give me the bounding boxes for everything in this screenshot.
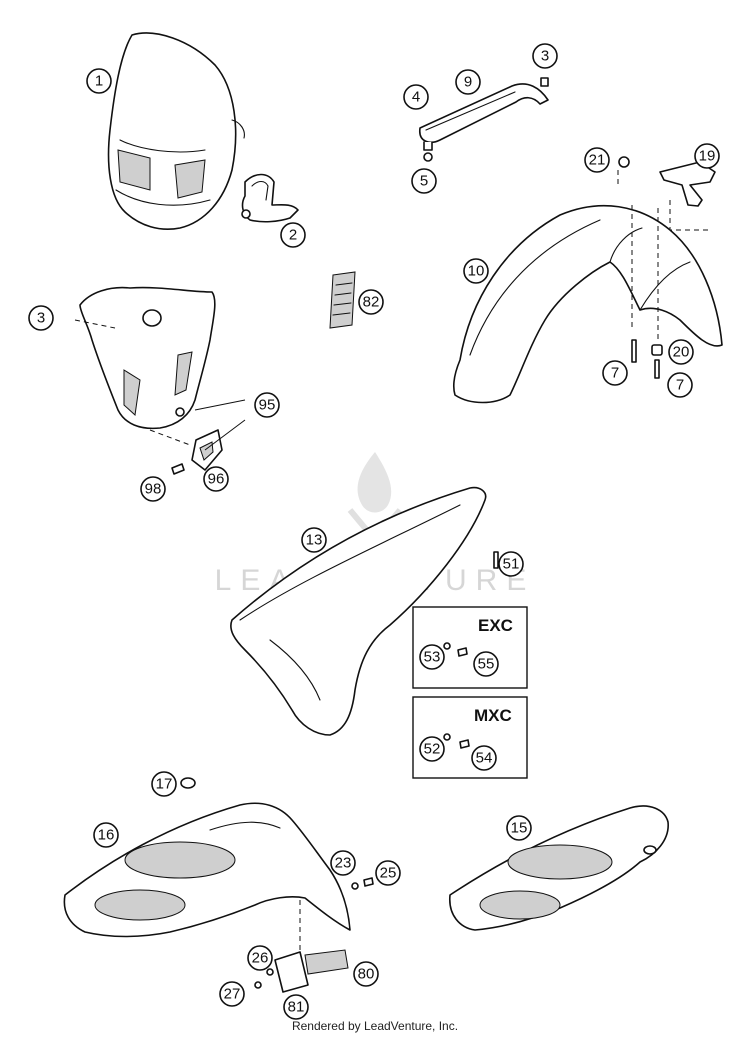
exc-label: EXC: [478, 616, 513, 635]
svg-text:9: 9: [464, 74, 472, 91]
callout-82: 82: [358, 289, 384, 315]
svg-text:1: 1: [95, 73, 103, 90]
callout-27: 27: [219, 981, 245, 1007]
svg-text:25: 25: [380, 865, 397, 882]
svg-text:82: 82: [363, 294, 380, 311]
callout-5: 5: [411, 168, 437, 194]
number-plate-strip: [419, 77, 549, 162]
callout-20: 20: [668, 339, 694, 365]
callout-7-left: 7: [602, 360, 628, 386]
svg-text:16: 16: [98, 827, 115, 844]
svg-text:26: 26: [252, 950, 269, 967]
svg-text:10: 10: [468, 263, 485, 280]
callout-26: 26: [247, 945, 273, 971]
reflector: [329, 271, 356, 329]
rear-fender-right: [449, 805, 669, 931]
callout-3-left: 3: [28, 305, 54, 331]
callout-7-right: 7: [667, 372, 693, 398]
callout-52: 52: [419, 736, 445, 762]
svg-text:53: 53: [424, 649, 441, 666]
svg-text:20: 20: [673, 344, 690, 361]
callout-25: 25: [375, 860, 401, 886]
callout-51: 51: [498, 551, 524, 577]
callout-53: 53: [419, 644, 445, 670]
license-plate-holder: [254, 900, 349, 993]
callout-15: 15: [506, 815, 532, 841]
svg-text:55: 55: [478, 656, 495, 673]
svg-text:13: 13: [306, 532, 323, 549]
svg-text:80: 80: [358, 966, 375, 983]
headlight-mask: [107, 32, 245, 230]
svg-text:51: 51: [503, 556, 520, 573]
svg-text:23: 23: [335, 855, 352, 872]
callout-81: 81: [283, 994, 309, 1020]
svg-text:96: 96: [208, 471, 225, 488]
callout-23: 23: [330, 850, 356, 876]
front-fender: [453, 204, 723, 404]
callout-10: 10: [463, 258, 489, 284]
plate-tab: [149, 429, 223, 475]
watermark-flame-logo: [357, 452, 392, 513]
svg-text:19: 19: [699, 148, 716, 165]
svg-text:15: 15: [511, 820, 528, 837]
svg-text:98: 98: [145, 481, 162, 498]
rear-fender: [230, 486, 499, 736]
svg-text:3: 3: [37, 310, 45, 327]
callout-96: 96: [203, 466, 229, 492]
svg-text:4: 4: [412, 89, 420, 106]
number-plate: [74, 286, 216, 430]
rear-fender-left: [63, 777, 374, 938]
svg-text:7: 7: [676, 377, 684, 394]
callout-4: 4: [403, 84, 429, 110]
svg-text:52: 52: [424, 741, 441, 758]
callout-9: 9: [455, 69, 481, 95]
mxc-label: MXC: [474, 706, 512, 725]
svg-text:17: 17: [156, 776, 173, 793]
callout-13: 13: [301, 527, 327, 553]
svg-text:5: 5: [420, 173, 428, 190]
svg-text:3: 3: [541, 48, 549, 65]
callout-95: 95: [254, 392, 280, 418]
callout-1: 1: [86, 68, 112, 94]
callout-55: 55: [473, 651, 499, 677]
callout-54: 54: [471, 745, 497, 771]
callout-80: 80: [353, 961, 379, 987]
callout-98: 98: [140, 476, 166, 502]
svg-text:95: 95: [259, 397, 276, 414]
callout-21: 21: [584, 147, 610, 173]
callout-2: 2: [280, 222, 306, 248]
svg-text:81: 81: [288, 999, 305, 1016]
svg-text:21: 21: [589, 152, 606, 169]
svg-text:27: 27: [224, 986, 241, 1003]
fender-bracket: [618, 156, 716, 207]
callout-16: 16: [93, 822, 119, 848]
svg-text:7: 7: [611, 365, 619, 382]
svg-text:2: 2: [289, 227, 297, 244]
callout-19: 19: [694, 143, 720, 169]
headlight-clamp: [241, 173, 299, 223]
callout-17: 17: [151, 771, 177, 797]
callout-3-top: 3: [532, 43, 558, 69]
svg-text:54: 54: [476, 750, 493, 767]
footer-credit: Rendered by LeadVenture, Inc.: [291, 1019, 459, 1033]
